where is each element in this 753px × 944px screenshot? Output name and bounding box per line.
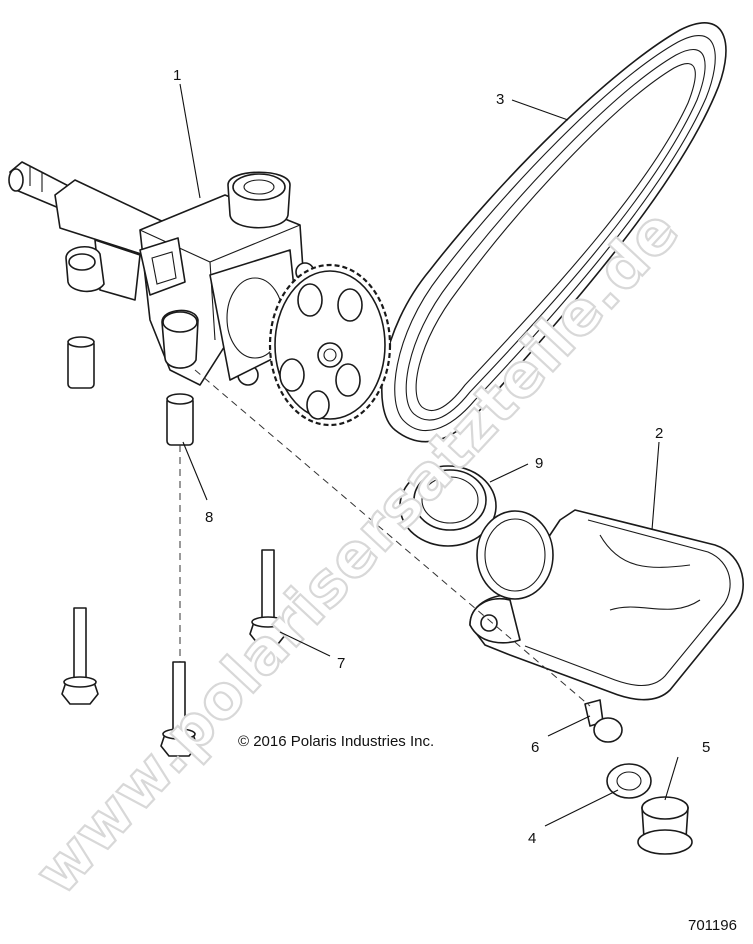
dowel-pin-upper bbox=[67, 336, 95, 389]
callout-3: 3 bbox=[496, 91, 504, 108]
callout-5: 5 bbox=[702, 739, 710, 756]
dowel-pin-lower bbox=[166, 393, 194, 446]
callout-2: 2 bbox=[655, 425, 663, 442]
callout-8: 8 bbox=[205, 509, 213, 526]
leader-lines bbox=[179, 83, 679, 827]
callout-9: 9 bbox=[535, 455, 543, 472]
screen-screw bbox=[584, 699, 623, 743]
drive-sprocket bbox=[268, 263, 392, 427]
bolt-left bbox=[61, 607, 99, 705]
callout-1: 1 bbox=[173, 67, 181, 84]
drain-plug bbox=[637, 796, 693, 855]
callout-4: 4 bbox=[528, 830, 536, 847]
oil-pump-assembly bbox=[8, 161, 315, 386]
drive-belt bbox=[381, 22, 727, 443]
callout-7: 7 bbox=[337, 655, 345, 672]
bolt-center bbox=[160, 661, 198, 757]
oil-pickup-screen bbox=[469, 509, 744, 701]
bolt-upper bbox=[249, 549, 287, 645]
callout-6: 6 bbox=[531, 739, 539, 756]
seal-ring bbox=[399, 465, 497, 547]
sealing-washer bbox=[606, 763, 652, 799]
copyright-notice: © 2016 Polaris Industries Inc. bbox=[238, 733, 434, 750]
document-number: 701196 bbox=[688, 917, 737, 934]
